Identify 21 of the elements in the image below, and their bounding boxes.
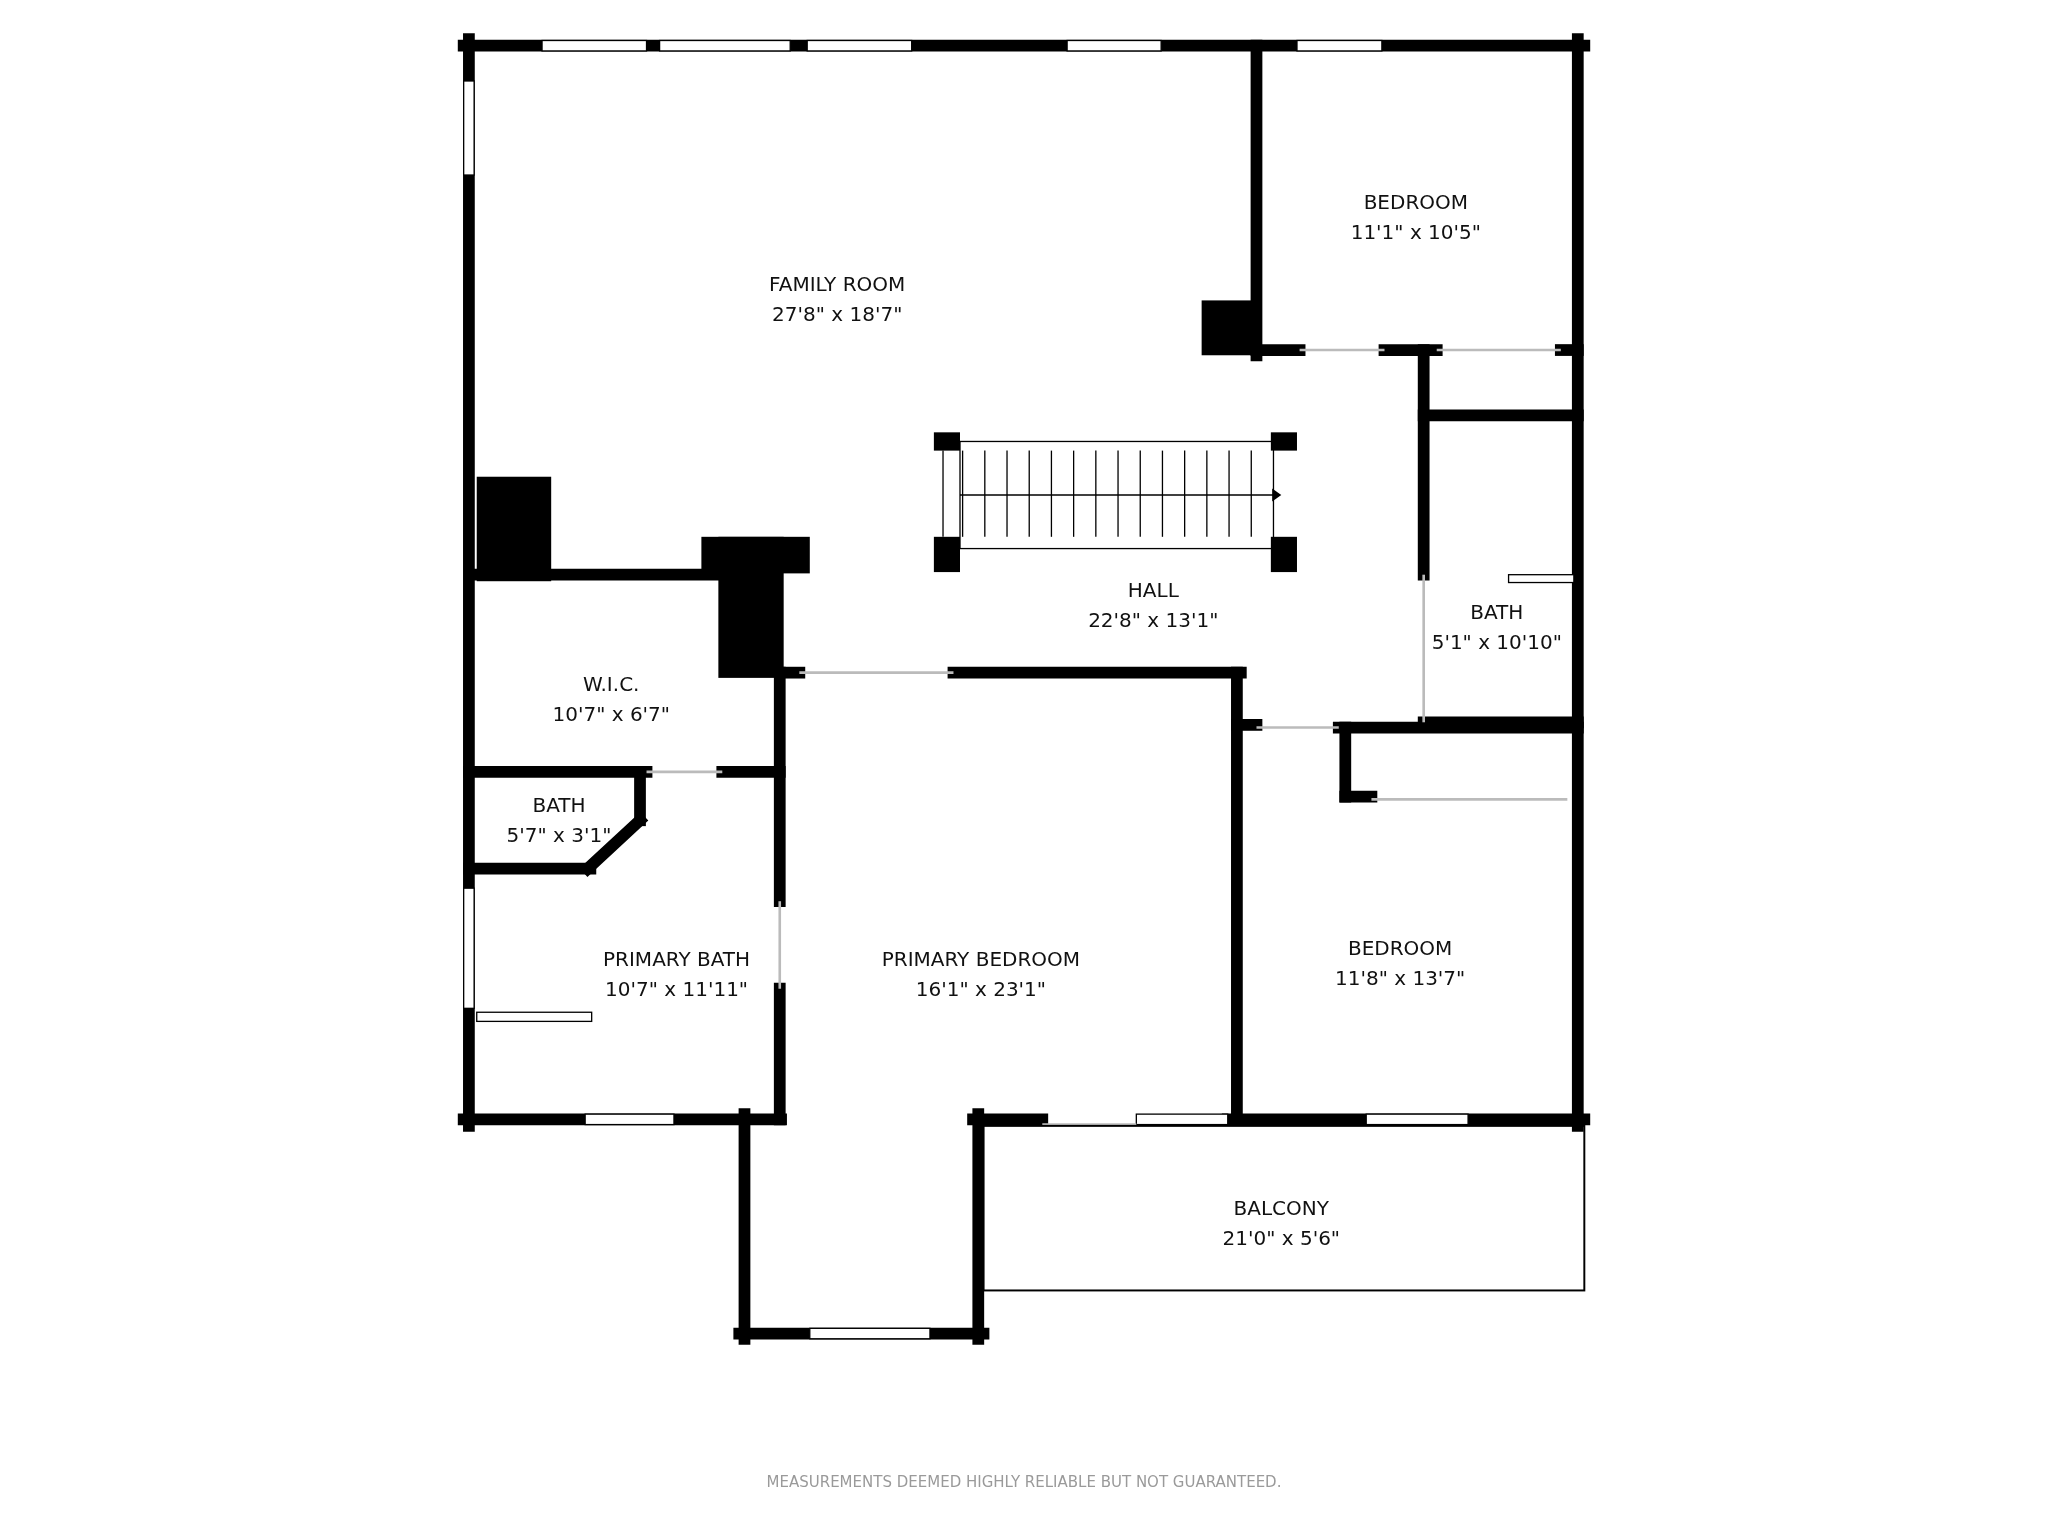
room-dimensions: 27'8" x 18'7" xyxy=(772,302,903,327)
disclaimer-note: MEASUREMENTS DEEMED HIGHLY RELIABLE BUT NOT GUARANTEED. xyxy=(765,1473,1283,1492)
room-name: BEDROOM xyxy=(1347,935,1453,960)
room-dimensions: 10'7" x 6'7" xyxy=(552,701,671,726)
room-name: BEDROOM xyxy=(1363,189,1469,214)
room-name: W.I.C. xyxy=(583,671,640,696)
room-dimensions: 16'1" x 23'1" xyxy=(915,977,1047,1002)
room-dimensions: 5'7" x 3'1" xyxy=(506,823,612,848)
room-name: HALL xyxy=(1127,577,1179,602)
room-name: BALCONY xyxy=(1233,1195,1329,1220)
room-dimensions: 10'7" x 11'11" xyxy=(605,977,749,1002)
room-name: BATH xyxy=(1470,599,1524,624)
room-name: FAMILY ROOM xyxy=(769,272,906,297)
room-name: PRIMARY BEDROOM xyxy=(881,947,1081,972)
room-dimensions: 21'0" x 5'6" xyxy=(1222,1225,1341,1250)
room-dimensions: 22'8" x 13'1" xyxy=(1088,607,1219,632)
room-dimensions: 11'1" x 10'5" xyxy=(1350,219,1481,244)
room-name: PRIMARY BATH xyxy=(603,947,751,972)
room-dimensions: 5'1" x 10'10" xyxy=(1431,629,1562,654)
room-name: BATH xyxy=(532,793,586,818)
room-dimensions: 11'8" x 13'7" xyxy=(1335,965,1466,990)
